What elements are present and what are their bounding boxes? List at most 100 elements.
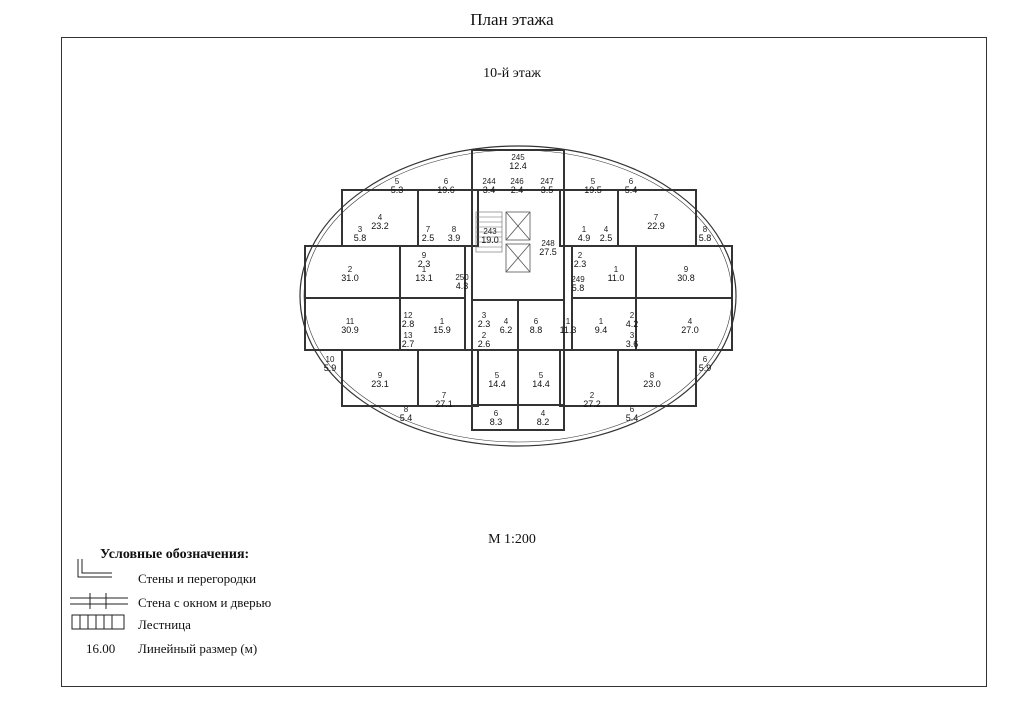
room-area: 14.4 [532, 379, 550, 389]
room-area: 8.3 [490, 417, 503, 427]
room-area: 5.8 [699, 233, 712, 243]
page-title: План этажа [470, 10, 554, 29]
legend-label-dimension: Линейный размер (м) [138, 641, 258, 656]
room-area: 3.4 [483, 185, 496, 195]
room-area: 5.3 [391, 185, 404, 195]
room-area: 23.2 [371, 221, 389, 231]
room-area: 30.8 [677, 273, 695, 283]
scale-label: М 1:200 [488, 532, 536, 547]
room-area: 12.4 [509, 161, 527, 171]
room-number: 244 [482, 177, 496, 186]
room-number: 4 [504, 317, 509, 326]
legend-label-window-door: Стена с окном и дверью [138, 595, 272, 610]
room-number: 6 [630, 405, 635, 414]
room-number: 1 [440, 317, 445, 326]
elevator-shafts [505, 211, 531, 273]
room-area: 11.3 [560, 325, 577, 335]
room-area: 15.9 [433, 325, 451, 335]
room-number: 2 [348, 265, 353, 274]
room-number: 11 [346, 317, 355, 326]
room-area: 11.0 [608, 273, 625, 283]
stair-symbol-icon [71, 614, 125, 630]
room-number: 4 [378, 213, 383, 222]
room-area: 2.5 [422, 233, 435, 243]
room-number: 243 [483, 227, 497, 236]
room-area: 9.4 [595, 325, 608, 335]
room-labels: 24512.455.3619.62443.42462.42473.5519.56… [324, 153, 712, 427]
legend-title: Условные обозначения: [100, 547, 250, 562]
room-area: 4.2 [626, 319, 639, 329]
room-area: 19.0 [481, 235, 499, 245]
room-number: 9 [378, 371, 383, 380]
room-number: 4 [604, 225, 609, 234]
room-number: 8 [703, 225, 708, 234]
room-area: 5.4 [626, 413, 639, 423]
wall-symbol-icon [77, 559, 112, 578]
wall-window-door-symbol-icon [70, 593, 128, 609]
room-number: 13 [404, 331, 413, 340]
room-number: 9 [684, 265, 689, 274]
room-number: 1 [614, 265, 619, 274]
room-area: 23.0 [643, 379, 661, 389]
room-number: 1 [422, 265, 427, 274]
legend-symbols [70, 559, 128, 630]
room-number: 8 [650, 371, 655, 380]
room-area: 2.5 [600, 233, 613, 243]
room-number: 6 [444, 177, 449, 186]
room-number: 4 [688, 317, 693, 326]
room-number: 249 [571, 275, 585, 284]
room-area: 19.5 [584, 185, 602, 195]
room-number: 4 [541, 409, 546, 418]
room-area: 4.3 [456, 281, 469, 291]
room-number: 8 [404, 405, 409, 414]
room-area: 5.4 [400, 413, 413, 423]
room-number: 9 [422, 251, 427, 260]
room-area: 2.3 [574, 259, 587, 269]
room-number: 6 [703, 355, 708, 364]
room-area: 27.1 [435, 399, 453, 409]
room-area: 5.9 [324, 363, 337, 373]
room-area: 2.4 [511, 185, 524, 195]
room-area: 5.9 [699, 363, 712, 373]
room-number: 1 [599, 317, 604, 326]
room-number: 3 [630, 331, 635, 340]
room-area: 3.9 [448, 233, 461, 243]
room-number: 6 [534, 317, 539, 326]
room-area: 2.7 [402, 339, 415, 349]
room-number: 2 [482, 331, 487, 340]
room-area: 14.4 [488, 379, 506, 389]
room-area: 23.1 [371, 379, 389, 389]
legend: Условные обозначения: Стены и перегородк… [66, 545, 386, 665]
room-area: 5.4 [625, 185, 638, 195]
room-number: 7 [654, 213, 659, 222]
room-number: 2 [630, 311, 635, 320]
room-area: 2.3 [418, 259, 431, 269]
room-number: 8 [452, 225, 457, 234]
stair-flight [475, 211, 503, 253]
room-area: 8.8 [530, 325, 543, 335]
room-area: 31.0 [341, 273, 359, 283]
room-area: 27.0 [681, 325, 699, 335]
room-number: 6 [629, 177, 634, 186]
plan-walls [304, 149, 733, 431]
room-area: 6.2 [500, 325, 513, 335]
room-area: 19.6 [437, 185, 455, 195]
room-number: 1 [582, 225, 587, 234]
room-area: 2.8 [402, 319, 415, 329]
room-number: 1 [566, 317, 571, 326]
room-number: 2 [578, 251, 583, 260]
room-number: 10 [326, 355, 335, 364]
room-number: 5 [591, 177, 596, 186]
legend-dimension-sample: 16.00 [86, 641, 116, 656]
room-number: 5 [495, 371, 500, 380]
room-area: 13.1 [415, 273, 433, 283]
room-area: 3.6 [626, 339, 639, 349]
room-area: 4.9 [578, 233, 591, 243]
room-number: 6 [494, 409, 499, 418]
room-area: 27.2 [583, 399, 601, 409]
room-number: 12 [404, 311, 413, 320]
room-area: 27.5 [539, 247, 557, 257]
room-area: 5.8 [354, 233, 367, 243]
legend-label-stairs: Лестница [138, 617, 191, 632]
